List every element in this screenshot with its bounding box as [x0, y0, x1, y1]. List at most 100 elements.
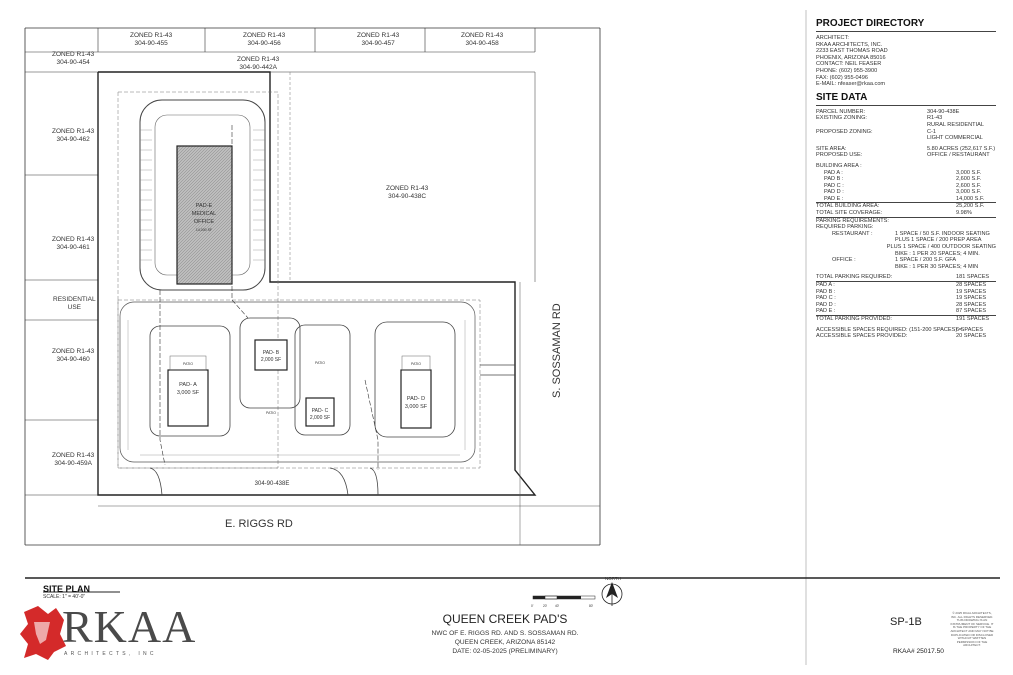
value: 2,600 S.F. [956, 182, 982, 189]
label: TOTAL PARKING REQUIRED: [816, 274, 893, 281]
value: 20 SPACES [956, 333, 987, 340]
pad-a-name: PAD- A [179, 382, 197, 388]
pad-parking-row: PAD D : 28 SPACES [816, 302, 996, 309]
office-row: OFFICE : 1 SPACE / 200 S.F. GFA [816, 257, 996, 264]
site-data-row: ACCESSIBLE SPACES REQUIRED: (151-200 SPA… [816, 327, 996, 334]
label: TOTAL BUILDING AREA: [816, 203, 880, 210]
parcel-apn: 304-90-460 [56, 356, 90, 363]
value: 1 SPACE / 50 S.F. INDOOR SEATING [895, 230, 990, 237]
directory-line: ARCHITECT: [816, 35, 849, 41]
parcel-apn: 304-90-454 [56, 59, 90, 66]
building-area-row: PAD D :3,000 S.F. [816, 189, 996, 196]
value: 181 SPACES [956, 274, 990, 281]
restaurant-row: BIKE : 1 PER 20 SPACES; 4 MIN. [816, 251, 996, 258]
site-data-row: LIGHT COMMERCIAL [816, 135, 996, 142]
value: BIKE : 1 PER 20 SPACES; 4 MIN. [895, 250, 980, 257]
parcel-label-center: ZONED R1-43 304-90-438C [386, 185, 428, 201]
north-arrow-icon [601, 582, 623, 606]
value: 5.80 ACRES (252,617 S.F.) [927, 145, 996, 152]
site-data-row: TOTAL PARKING PROVIDED:191 SPACES [816, 316, 996, 323]
pad-a-patio: PATIO [183, 362, 193, 366]
pad-a-building [167, 369, 209, 427]
value: 3,000 S.F. [956, 169, 982, 176]
label: PAD D : [816, 301, 836, 308]
project-directory-title: PROJECT DIRECTORY [816, 18, 996, 32]
site-data-row: PROPOSED ZONING:C-1 [816, 129, 996, 136]
parcel-zone: ZONED R1-43 [461, 32, 504, 39]
label: PAD C : [816, 295, 836, 302]
label: PAD A : [824, 169, 843, 176]
pad-parking-row: PAD B :19 SPACES [816, 289, 996, 296]
office-row: BIKE : 1 PER 30 SPACES; 4 MIN [816, 264, 996, 271]
value: R1-43 [927, 115, 943, 122]
site-data-row: RURAL RESIDENTIAL [816, 122, 996, 129]
scale-label: SCALE: 1" = 40'-0" [43, 594, 86, 600]
north-label: NORTH [605, 576, 621, 581]
parcel-label-top: ZONED R1-43 304-90-458 [461, 32, 503, 48]
pad-d-building [400, 369, 432, 429]
parcel-zone: ZONED R1-43 [52, 236, 95, 243]
parcel-zone: ZONED R1-43 [243, 32, 286, 39]
value: 191 SPACES [956, 315, 990, 322]
label: RESTAURANT : [832, 230, 873, 237]
value: 1 SPACE / 200 S.F. GFA [895, 257, 957, 264]
label: PAD B : [824, 176, 844, 183]
label: OFFICE : [832, 257, 856, 264]
building-area-row: PAD A : 3,000 S.F. [816, 170, 996, 177]
pad-parking-row: PAD E :87 SPACES [816, 308, 996, 316]
label: PAD C : [824, 182, 844, 189]
project-info-panel: PROJECT DIRECTORY ARCHITECT: RKAA ARCHIT… [816, 18, 996, 340]
value: PLUS 1 SPACE / 400 OUTDOOR SEATING [886, 244, 996, 251]
site-data-row: TOTAL PARKING REQUIRED: 181 SPACES [816, 274, 996, 282]
job-number: RKAA# 25017.50 [893, 648, 944, 655]
required-parking-label: REQUIRED PARKING: [816, 224, 874, 231]
pad-d-area: 3,000 SF [405, 404, 428, 410]
parking-requirements-label: PARKING REQUIREMENTS: [816, 217, 889, 224]
parcel-zone: RESIDENTIAL [53, 296, 96, 303]
value: C-1 [927, 128, 937, 135]
parcel-zone: ZONED R1-43 [386, 185, 429, 192]
parcel-apn: 304-90-458 [465, 40, 499, 47]
site-data-row: ACCESSIBLE SPACES PROVIDED:20 SPACES [816, 333, 996, 340]
parcel-label-top-mid: ZONED R1-43 304-90-442A [237, 56, 279, 72]
parcel-label-top: ZONED R1-43 304-90-456 [243, 32, 285, 48]
parcel-label-top: ZONED R1-43 304-90-457 [357, 32, 399, 48]
value: 28 SPACES [956, 301, 987, 308]
rkaa-logo-text: RKAA [62, 601, 197, 652]
value: 28 SPACES [956, 282, 987, 288]
scale-tick: 40' [555, 604, 560, 608]
directory-line: FAX: (602) 955-0496 [816, 74, 868, 81]
rkaa-logo-subtitle: ARCHITECTS, INC [64, 651, 157, 657]
label: PROPOSED USE: [816, 152, 863, 159]
value: 87 SPACES [956, 308, 987, 315]
site-plan-title: SITE PLAN [43, 584, 91, 594]
building-area-row: PAD E :14,000 S.F. [816, 196, 996, 204]
site-data-row: TOTAL BUILDING AREA: 25,200 S.F. [816, 203, 996, 210]
directory-line: 2233 EAST THOMAS ROAD [816, 48, 888, 55]
restaurant-row: PLUS 1 SPACE / 400 OUTDOOR SEATING [816, 244, 996, 251]
pad-parking-row: PAD A :28 SPACES [816, 282, 996, 289]
value: 304-90-438E [927, 108, 960, 115]
parcel-apn: 304-90-438C [388, 193, 427, 200]
building-area-label: BUILDING AREA : [816, 162, 862, 169]
pad-e-use: OFFICE [194, 219, 214, 225]
pad-d-patio: PATIO [411, 362, 421, 366]
parcel-label-left: ZONED R1-43 304-90-459A [52, 452, 94, 468]
site-data-row: PARCEL NUMBER:304-90-438E [816, 109, 996, 116]
pad-e-area: 14,000 SF [196, 228, 212, 232]
parcel-apn: 304-90-462 [56, 136, 90, 143]
value: LIGHT COMMERCIAL [927, 135, 983, 142]
label: TOTAL SITE COVERAGE: [816, 210, 883, 217]
pad-e-use: MEDICAL [192, 211, 216, 217]
value: OFFICE / RESTAURANT [927, 152, 990, 159]
value: 3,000 S.F. [956, 189, 982, 196]
rkaa-logo-mark-icon [20, 606, 66, 660]
scale-tick: 20' [543, 604, 548, 608]
parcel-apn: 304-90-457 [361, 40, 395, 47]
value: 25,200 S.F. [956, 203, 985, 210]
parcel-apn: 304-90-455 [134, 40, 168, 47]
site-data-row: SITE AREA:5.80 ACRES (252,617 S.F.) [816, 146, 996, 153]
parcel-label-left: ZONED R1-43 304-90-461 [52, 236, 94, 252]
pad-e-building [176, 145, 233, 285]
